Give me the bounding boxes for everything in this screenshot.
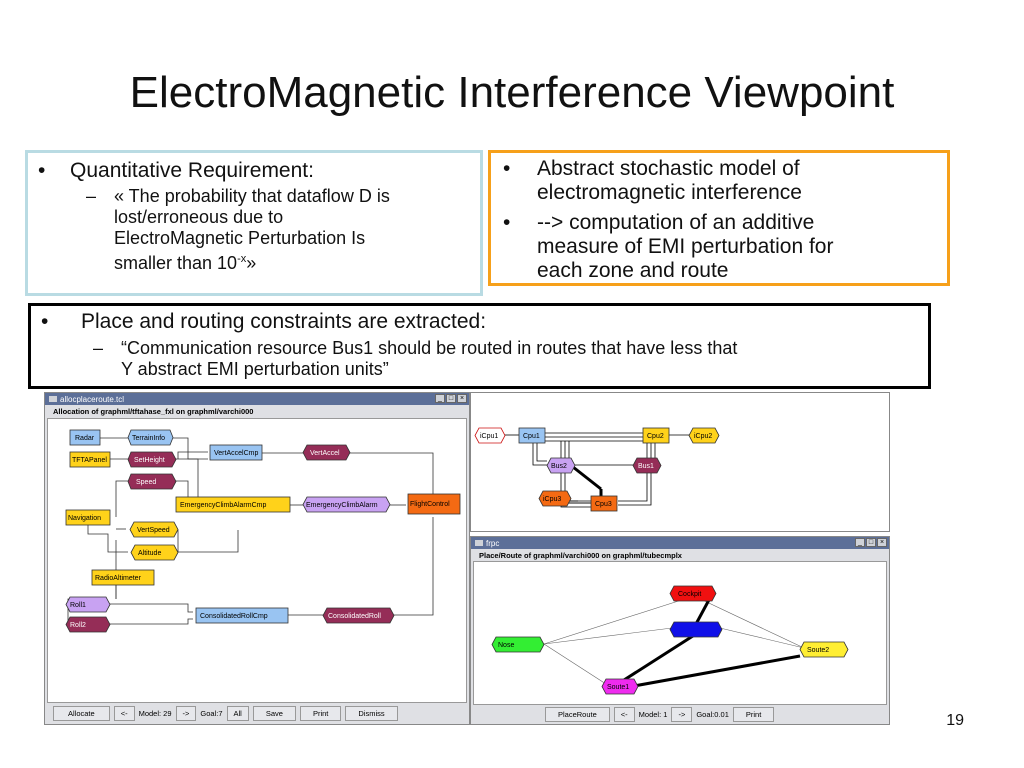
bullet-item: • --> computation of an additive measure… (503, 211, 943, 283)
bullet-text-line: --> computation of an additive (537, 211, 815, 234)
node-center: Center (678, 627, 700, 634)
window-menu-icon[interactable] (49, 396, 57, 402)
allocation-graph-canvas[interactable]: Radar TerrainInfo TFTAPanel SetHeight Ve… (47, 418, 467, 703)
node-icpu2: iCpu2 (694, 433, 712, 440)
node-emergencyalarm: EmergencyClimbAlarm (306, 502, 378, 509)
next-model-button[interactable]: -> (671, 707, 693, 722)
constraints-box: • Place and routing constraints are extr… (28, 303, 931, 389)
placeroute-toolbar: PlaceRoute <- Model: 1 -> Goal:0.01 Prin… (545, 707, 775, 722)
sub-text-line: lost/erroneous due to (114, 207, 284, 227)
node-cpu2: Cpu2 (647, 433, 664, 440)
node-bus2: Bus2 (551, 463, 567, 470)
node-setheight: SetHeight (134, 457, 165, 464)
window-title: frpc (486, 538, 500, 548)
bullet-text-line: electromagnetic interference (537, 181, 802, 204)
bullet-item: • Place and routing constraints are extr… (41, 310, 487, 333)
allocate-button[interactable]: Allocate (53, 706, 110, 721)
all-button[interactable]: All (226, 706, 249, 721)
close-icon[interactable]: × (877, 538, 887, 547)
node-bus1: Bus1 (638, 463, 654, 470)
sub-text-line: ElectroMagnetic Perturbation Is (114, 228, 366, 248)
architecture-window: iCpu1 Cpu1 Cpu2 iCpu2 Bus2 Bus1 iCpu3 Cp… (470, 392, 890, 532)
graph-caption: Place/Route of graphml/varchi000 on grap… (479, 551, 682, 560)
bullet-text-line: each zone and route (537, 259, 729, 282)
minimize-icon[interactable]: _ (435, 394, 445, 403)
goal-label: Goal:0.01 (696, 710, 729, 719)
placeroute-graph-canvas[interactable]: Cockpit Center Nose Soute2 Soute1 (473, 561, 887, 705)
node-consroll: ConsolidatedRoll (328, 613, 381, 620)
maximize-icon[interactable]: □ (866, 538, 876, 547)
stochastic-model-box: • Abstract stochastic model of electroma… (488, 150, 950, 286)
node-vertaccel: VertAccel (310, 450, 340, 457)
placeroute-window: frpc _ □ × Place/Route of graphml/varchi… (470, 536, 890, 725)
sub-text-line: smaller than 10-x» (114, 253, 257, 273)
allocation-graph: Radar TerrainInfo TFTAPanel SetHeight Ve… (65, 429, 461, 633)
graph-caption: Allocation of graphml/tftahase_fxl on gr… (53, 407, 254, 416)
bullet-text-line: Abstract stochastic model of (537, 157, 800, 180)
node-roll2: Roll2 (70, 622, 86, 629)
node-vertspeed: VertSpeed (137, 527, 170, 534)
node-cockpit: Cockpit (678, 591, 701, 598)
node-altitude: Altitude (138, 550, 161, 557)
node-terraininfo: TerrainInfo (132, 435, 165, 442)
node-cpu3: Cpu3 (595, 501, 612, 508)
node-vertaccelcmp: VertAccelCmp (214, 450, 258, 457)
node-soute1: Soute1 (607, 684, 629, 691)
sub-text-line: « The probability that dataflow D is (114, 186, 390, 206)
node-tftapanel: TFTAPanel (72, 457, 107, 464)
dismiss-button[interactable]: Dismiss (345, 706, 398, 721)
save-button[interactable]: Save (252, 706, 296, 721)
node-roll1: Roll1 (70, 602, 86, 609)
print-button[interactable]: Print (299, 706, 342, 721)
node-icpu1: iCpu1 (480, 433, 498, 440)
bullet-text: Place and routing constraints are extrac… (81, 310, 487, 333)
page-number: 19 (946, 712, 964, 729)
close-icon[interactable]: × (457, 394, 467, 403)
sub-text-line: Y abstract EMI perturbation units” (121, 359, 389, 379)
goal-label: Goal:7 (200, 709, 223, 718)
window-titlebar[interactable]: frpc (471, 537, 889, 549)
node-icpu3: iCpu3 (543, 496, 561, 503)
bullet-text: Quantitative Requirement: (70, 159, 314, 182)
node-soute2: Soute2 (807, 647, 829, 654)
minimize-icon[interactable]: _ (855, 538, 865, 547)
node-consrollcmp: ConsolidatedRollCmp (200, 613, 268, 620)
sub-bullet-item: – « The probability that dataflow D is l… (86, 186, 476, 274)
node-nose: Nose (498, 642, 514, 649)
bullet-item: • Abstract stochastic model of electroma… (503, 157, 943, 205)
slide-title: ElectroMagnetic Interference Viewpoint (129, 68, 895, 117)
maximize-icon[interactable]: □ (446, 394, 456, 403)
print-button[interactable]: Print (732, 707, 775, 722)
node-radioaltimeter: RadioAltimeter (95, 575, 142, 582)
sub-text-line: “Communication resource Bus1 should be r… (121, 338, 738, 358)
window-menu-icon[interactable] (475, 540, 483, 546)
node-flightcontrol: FlightControl (410, 501, 450, 508)
node-emergencycmp: EmergencyClimbAlarmCmp (180, 502, 266, 509)
sub-bullet-item: – “Communication resource Bus1 should be… (93, 338, 923, 380)
allocation-window: allocplaceroute.tcl _ □ × Allocation of … (44, 392, 470, 725)
model-label: Model: 1 (638, 710, 668, 719)
bullet-item: • Quantitative Requirement: (38, 159, 314, 182)
architecture-graph-canvas[interactable]: iCpu1 Cpu1 Cpu2 iCpu2 Bus2 Bus1 iCpu3 Cp… (473, 403, 887, 529)
placeroute-button[interactable]: PlaceRoute (545, 707, 610, 722)
next-model-button[interactable]: -> (175, 706, 197, 721)
node-speed: Speed (136, 479, 156, 486)
prev-model-button[interactable]: <- (113, 706, 135, 721)
window-title: allocplaceroute.tcl (60, 394, 125, 404)
node-navigation: Navigation (68, 515, 101, 522)
window-titlebar[interactable]: allocplaceroute.tcl (45, 393, 469, 405)
bullet-text-line: measure of EMI perturbation for (537, 235, 834, 258)
model-label: Model: 29 (138, 709, 172, 718)
node-radar: Radar (75, 435, 95, 442)
allocation-toolbar: Allocate <- Model: 29 -> Goal:7 All Save… (53, 706, 398, 721)
quantitative-requirement-box: • Quantitative Requirement: – « The prob… (25, 150, 483, 296)
prev-model-button[interactable]: <- (613, 707, 635, 722)
architecture-graph: iCpu1 Cpu1 Cpu2 iCpu2 Bus2 Bus1 iCpu3 Cp… (474, 427, 720, 512)
node-cpu1: Cpu1 (523, 433, 540, 440)
placeroute-graph: Cockpit Center Nose Soute2 Soute1 (491, 585, 849, 695)
